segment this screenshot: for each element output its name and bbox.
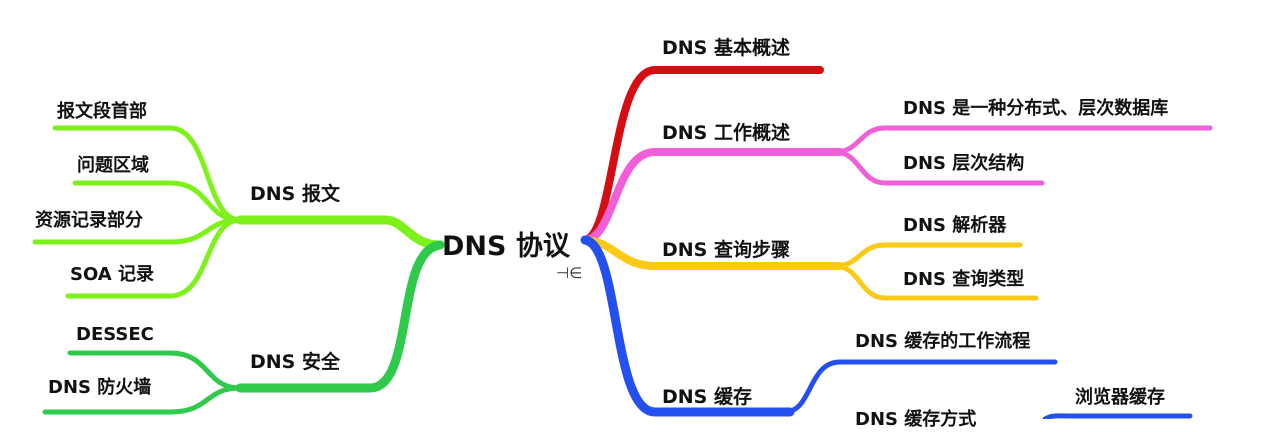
collapse-toggle-icon[interactable]: ⊣∈	[556, 264, 583, 282]
topic-browser-cache[interactable]: 浏览器缓存	[1075, 387, 1165, 408]
connector-security	[235, 240, 445, 393]
topic-cache-methods[interactable]: DNS 缓存方式	[855, 409, 977, 430]
topic-soa-record[interactable]: SOA 记录	[70, 264, 154, 285]
topic-resolver[interactable]: DNS 解析器	[903, 215, 1007, 236]
branch-work-overview[interactable]: DNS 工作概述	[662, 122, 790, 144]
topic-dessec[interactable]: DESSEC	[76, 324, 154, 345]
topic-header-segment[interactable]: 报文段首部	[57, 101, 147, 122]
connector-distributed-db	[832, 125, 1213, 155]
connector-soa	[65, 217, 243, 299]
connector-cache	[580, 235, 795, 417]
topic-cache-workflow[interactable]: DNS 缓存的工作流程	[855, 331, 1031, 352]
connector-work-overview	[581, 148, 844, 244]
topic-query-types[interactable]: DNS 查询类型	[903, 269, 1025, 290]
central-topic[interactable]: DNS 协议	[442, 231, 570, 262]
branch-message[interactable]: DNS 报文	[250, 183, 340, 205]
connector-hierarchy	[832, 149, 1045, 186]
topic-hierarchy[interactable]: DNS 层次结构	[903, 153, 1025, 174]
branch-security[interactable]: DNS 安全	[250, 351, 340, 373]
connector-query-types	[832, 263, 1039, 301]
connector-firewall	[42, 385, 243, 415]
branch-basic-overview[interactable]: DNS 基本概述	[662, 37, 790, 59]
branch-cache[interactable]: DNS 缓存	[662, 386, 752, 408]
connector-resolver	[832, 242, 1023, 269]
connector-cache-workflow	[782, 359, 1058, 415]
branch-query-steps[interactable]: DNS 查询步骤	[662, 239, 790, 261]
connector-browser-cache	[1042, 413, 1193, 419]
connector-message	[235, 215, 445, 250]
connector-header-segment	[52, 125, 243, 223]
topic-resource-records[interactable]: 资源记录部分	[35, 210, 143, 231]
topic-distributed-database[interactable]: DNS 是一种分布式、层次数据库	[903, 98, 1169, 119]
topic-question-section[interactable]: 问题区域	[77, 155, 149, 176]
mind-map-connectors	[32, 66, 1213, 419]
topic-dns-firewall[interactable]: DNS 防火墙	[48, 377, 152, 398]
